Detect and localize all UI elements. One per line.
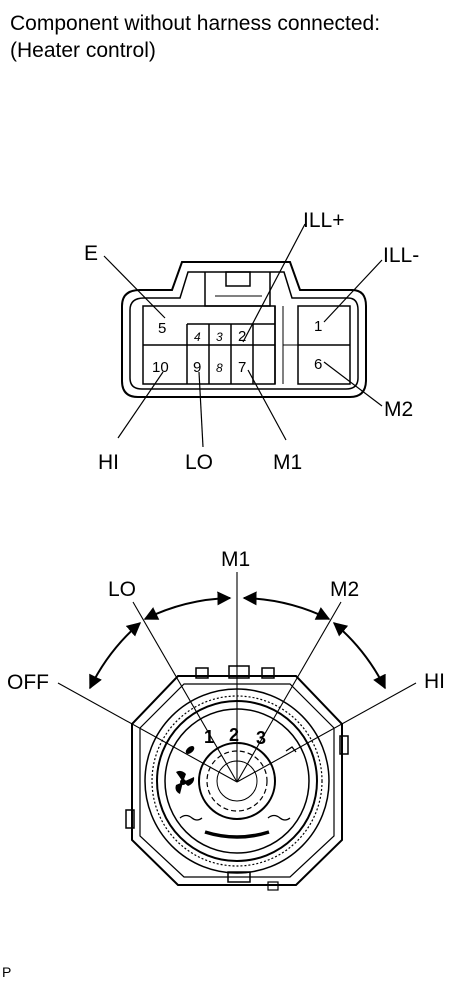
connector-pin-numbers: 5 4 3 2 1 10 9 8 7 6 <box>152 318 322 376</box>
label-lo-connector: LO <box>185 451 213 474</box>
connector-leader-lines <box>103 223 383 448</box>
fan-icon <box>175 770 195 794</box>
pin-4: 4 <box>194 330 201 344</box>
label-hi-connector: HI <box>98 451 119 474</box>
arc-lo-m1 <box>143 591 232 620</box>
heater-switch-body <box>125 665 349 891</box>
connector-lock-key <box>225 271 251 287</box>
arc-m1-m2 <box>242 591 331 620</box>
pin-5: 5 <box>158 320 166 337</box>
label-ill-plus: ILL+ <box>303 209 344 232</box>
fan-off-marker-icon <box>185 746 195 754</box>
arc-off-lo <box>89 622 142 690</box>
connector-lock-tab <box>204 272 271 307</box>
pin-1: 1 <box>314 318 322 335</box>
position-label-off: OFF <box>7 671 49 694</box>
vent-mode-icons <box>179 746 297 821</box>
label-m1-connector: M1 <box>273 451 302 474</box>
caption: Component without harness connected: (He… <box>10 10 380 64</box>
pin-8: 8 <box>216 361 223 375</box>
label-ill-minus: ILL- <box>383 244 419 267</box>
label-e: E <box>84 242 98 265</box>
pin-6: 6 <box>314 356 322 373</box>
face-foot-mode-icon <box>285 746 297 753</box>
pin-10: 10 <box>152 359 169 376</box>
pin-9: 9 <box>193 359 201 376</box>
footer-mark: P <box>2 964 12 980</box>
position-label-hi: HI <box>424 670 445 693</box>
switch-housing-octagon <box>131 675 343 886</box>
position-label-lo: LO <box>108 578 136 601</box>
pin-7: 7 <box>238 359 246 376</box>
switch-position-labels: OFF LO M1 M2 HI <box>7 548 445 694</box>
foot-mode-icon <box>267 814 291 821</box>
face-mode-icon <box>179 814 203 821</box>
position-label-m2: M2 <box>330 578 359 601</box>
caption-line-1: Component without harness connected: <box>10 12 381 35</box>
dial-number-2: 2 <box>229 725 239 745</box>
pin-3: 3 <box>216 330 223 344</box>
connector-housing-outer <box>121 261 367 398</box>
dial-knob <box>198 742 276 820</box>
dial-number-1: 1 <box>204 727 214 747</box>
arc-m2-hi <box>332 622 386 690</box>
connector-diagram <box>121 261 367 398</box>
connector-housing-inner <box>129 271 359 390</box>
pin-2: 2 <box>238 328 246 345</box>
caption-line-2: (Heater control) <box>10 39 156 62</box>
dial-numbers: 1 2 3 <box>204 725 266 748</box>
connector-labels: E ILL+ ILL- M2 HI LO M1 <box>84 209 419 474</box>
position-label-m1: M1 <box>221 548 250 571</box>
position-arc <box>89 591 386 690</box>
dial-number-3: 3 <box>256 728 266 748</box>
label-m2-connector: M2 <box>384 398 413 421</box>
